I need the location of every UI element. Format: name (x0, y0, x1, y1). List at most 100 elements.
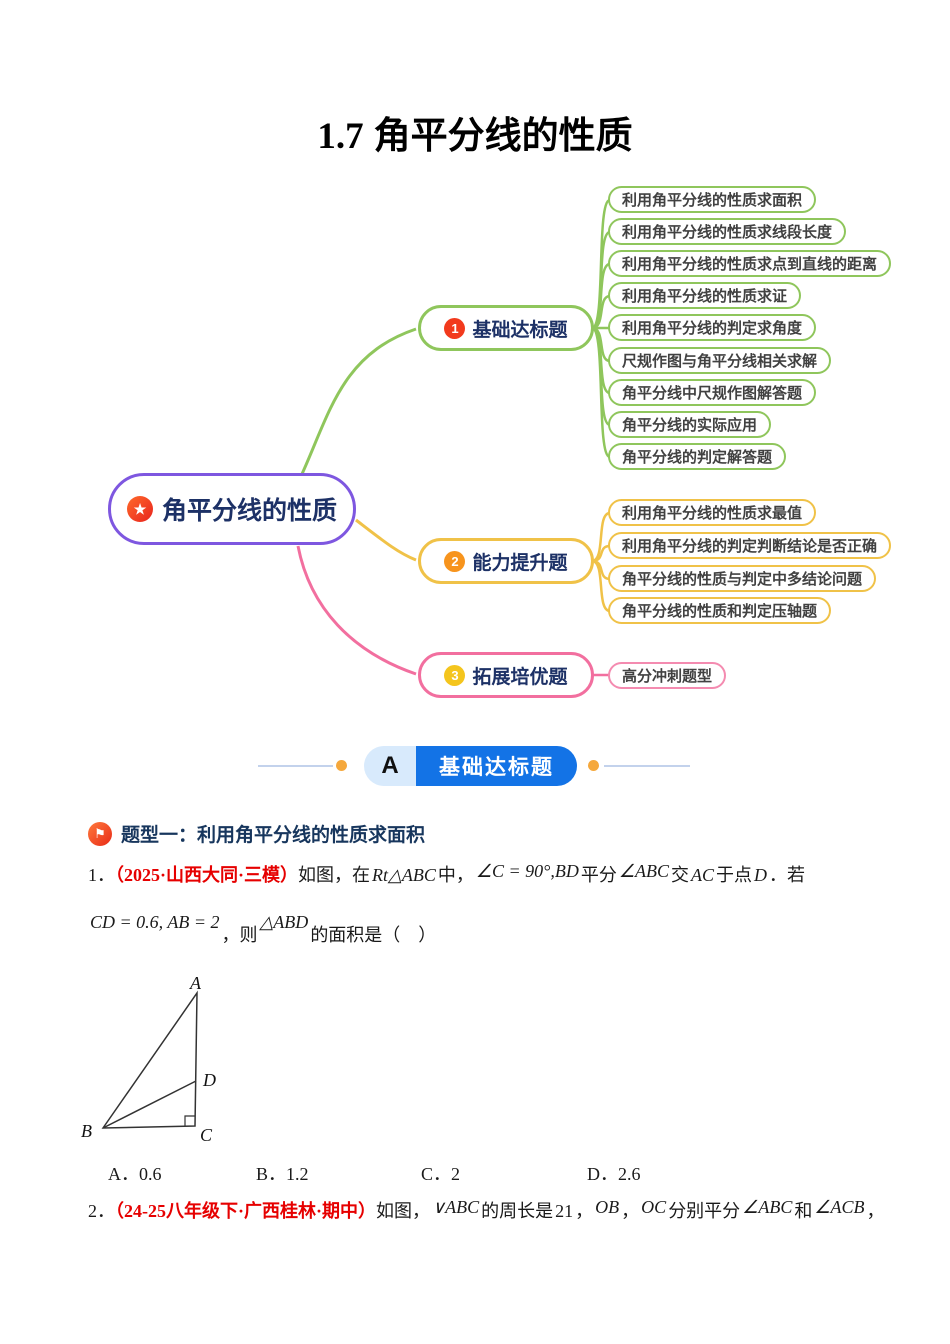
problem-2-text: 分别平分 (668, 1201, 741, 1221)
connector-center-advanced (296, 545, 417, 676)
option-a: A．0.6 (108, 1160, 162, 1186)
problem-1-text: 的面积是（ ） (310, 925, 437, 945)
mindmap-center-node: ★ 角平分线的性质 (108, 473, 356, 545)
option-d: D．2.6 (587, 1160, 641, 1186)
math-expression: ∠ACB (814, 1197, 865, 1217)
segment-bd (102, 1080, 197, 1129)
triangle-figure: A B C D (81, 973, 216, 1145)
option-value: 0.6 (139, 1164, 162, 1184)
page-title-number: 1.7 (317, 116, 364, 157)
option-letter: B． (256, 1164, 287, 1184)
math-expression: ∠C = 90°,BD (475, 861, 579, 881)
option-letter: D． (587, 1164, 618, 1184)
vertex-label-b: B (81, 1121, 92, 1141)
mindmap-leaf: 角平分线中尺规作图解答题 (608, 379, 817, 406)
mindmap-leaf: 角平分线的性质与判定中多结论问题 (608, 565, 877, 592)
math-expression: △ABD (259, 912, 309, 932)
math-expression: ∠ABC (618, 861, 669, 881)
mindmap-branch-advanced: 3 拓展培优题 (418, 652, 594, 698)
mindmap-leaf: 利用角平分线的性质求最值 (608, 499, 817, 526)
banner-right-line (604, 765, 690, 767)
mindmap-center-label: 角平分线的性质 (161, 497, 337, 525)
problem-1-text: 如图，在 (298, 865, 371, 885)
mindmap-leaf: 利用角平分线的判定求角度 (608, 314, 817, 341)
mindmap-leaf: 利用角平分线的性质求面积 (608, 186, 817, 213)
math-expression: Rt△ABC (372, 865, 436, 885)
topic-heading: ⚑ 题型一：利用角平分线的性质求面积 (88, 820, 425, 847)
connector-fan-basic (590, 198, 612, 459)
option-value: 2.6 (618, 1164, 641, 1184)
triangle-abc (101, 990, 198, 1129)
problem-1-number: 1． (88, 865, 115, 885)
connector-center-ability (355, 518, 417, 562)
mindmap-leaf: 利用角平分线的判定判断结论是否正确 (608, 532, 892, 559)
option-b: B．1.2 (256, 1160, 309, 1186)
banner-letter: A (364, 746, 416, 786)
option-letter: A． (108, 1164, 139, 1184)
math-expression: ∠ABC (742, 1197, 793, 1217)
problem-1-text: 交 (670, 865, 689, 885)
mindmap-connectors (296, 198, 612, 677)
vertex-label-d: D (202, 1070, 216, 1090)
problem-2-text: 和 (794, 1201, 813, 1221)
vertex-label-a: A (189, 973, 202, 993)
problem-1-text: ，则 (221, 925, 258, 945)
banner-title: 基础达标题 (416, 746, 577, 786)
mindmap-leaf: 角平分线的性质和判定压轴题 (608, 597, 832, 624)
problem-2-text: ， (575, 1201, 594, 1221)
problem-1-text: 中， (437, 865, 474, 885)
problem-2-text: ， (866, 1201, 885, 1221)
math-expression: OC (641, 1197, 667, 1217)
right-angle-mark (184, 1115, 195, 1126)
problem-2-text: 如图， (376, 1201, 430, 1221)
math-expression: ∨ABC (432, 1197, 480, 1217)
mindmap-branch-ability: 2 能力提升题 (418, 538, 594, 584)
connector-center-basic (300, 327, 417, 475)
mindmap-leaf: 利用角平分线的性质求点到直线的距离 (608, 250, 892, 277)
problem-1-options: A．0.6 B．1.2 C．2 D．2.6 (0, 1160, 950, 1186)
mindmap-leaf: 高分冲刺题型 (608, 662, 727, 689)
mindmap-branch-ability-label: 能力提升题 (472, 552, 568, 574)
problem-2-source: （24-25八年级下·广西桂林·期中） (115, 1201, 376, 1221)
flag-icon: ⚑ (88, 821, 112, 846)
math-expression: D (754, 865, 767, 885)
math-expression: 21 (555, 1201, 574, 1221)
connector-fan-ability (591, 511, 611, 613)
problem-2-text: ， (621, 1201, 640, 1221)
option-c: C．2 (421, 1160, 460, 1186)
mindmap-leaf: 角平分线的实际应用 (608, 411, 772, 438)
vertex-label-c: C (200, 1125, 213, 1145)
topic-heading-label: 题型一：利用角平分线的性质求面积 (121, 825, 426, 846)
number-1-icon: 1 (444, 317, 466, 339)
option-value: 2 (451, 1164, 461, 1184)
option-letter: C． (421, 1164, 452, 1184)
problem-1-source: （2025·山西大同·三模） (115, 865, 299, 885)
problem-2-text: 的周长是 (481, 1201, 554, 1221)
mindmap-leaf: 角平分线的判定解答题 (608, 443, 787, 470)
math-expression: AC (690, 865, 714, 885)
mindmap-leaf: 利用角平分线的性质求线段长度 (608, 218, 847, 245)
page-title-text: 角平分线的性质 (373, 115, 633, 156)
mindmap-leaf: 利用角平分线的性质求证 (608, 282, 802, 309)
number-2-icon: 2 (444, 550, 466, 572)
problem-1-text: 于点 (716, 865, 752, 885)
banner-left-line (258, 765, 333, 767)
problem-1-text: ．若 (769, 865, 805, 885)
star-icon: ★ (126, 496, 153, 522)
mindmap-branch-basic-label: 基础达标题 (472, 319, 568, 341)
mindmap-branch-basic: 1 基础达标题 (418, 305, 594, 351)
problem-1-text: 平分 (580, 865, 617, 885)
math-expression: CD = 0.6, AB = 2 (90, 912, 220, 932)
problem-1-line-2: CD = 0.6, AB = 2，则△ABD的面积是（ ） (88, 912, 888, 948)
banner-left-dot (336, 760, 347, 771)
mindmap-branch-advanced-label: 拓展培优题 (472, 666, 568, 688)
math-expression: OB (595, 1197, 620, 1217)
problem-2-number: 2． (88, 1201, 115, 1221)
banner-right-dot (588, 760, 599, 771)
number-3-icon: 3 (444, 664, 466, 686)
mindmap-leaf: 尺规作图与角平分线相关求解 (608, 347, 832, 374)
option-value: 1.2 (286, 1164, 309, 1184)
